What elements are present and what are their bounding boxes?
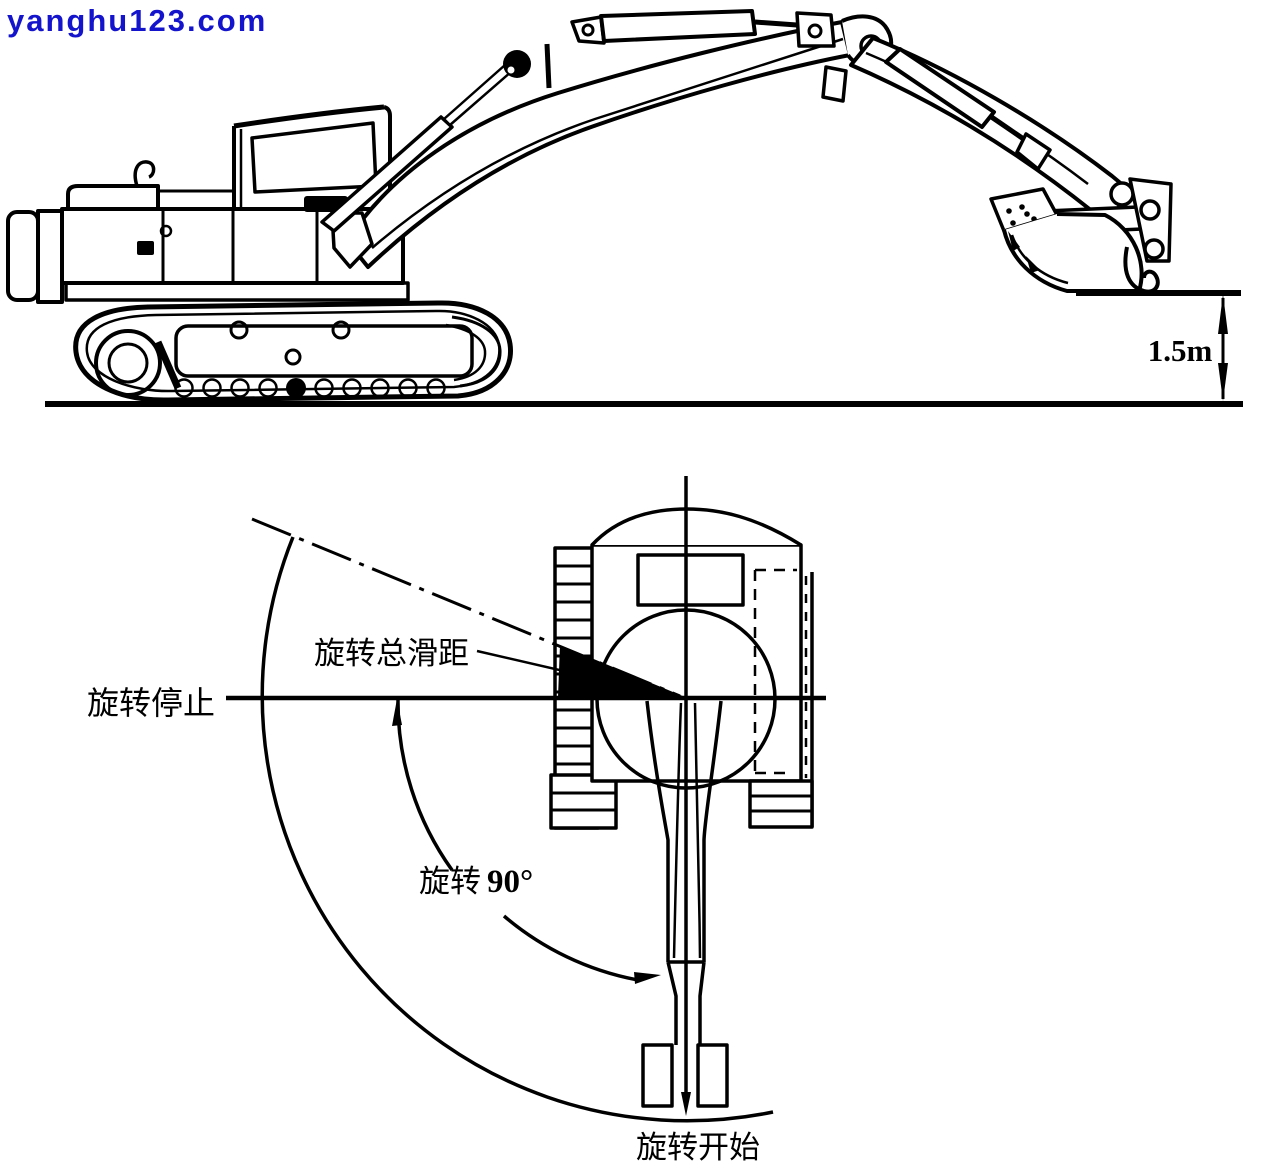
arm-tip-pin bbox=[1109, 181, 1135, 207]
swing-arc-arrow-up-icon bbox=[392, 699, 402, 726]
rod-bracket-pin bbox=[807, 23, 823, 39]
overshoot-dash-dot-line bbox=[251, 517, 681, 698]
top-roller bbox=[229, 320, 249, 340]
top-roller bbox=[331, 320, 351, 340]
body-rounded-rear bbox=[590, 507, 802, 547]
boom-top-view bbox=[641, 700, 729, 1108]
engine-hood bbox=[66, 184, 160, 209]
bucket-cylinder-rod bbox=[988, 113, 1030, 145]
door-latch bbox=[137, 241, 154, 255]
boom-head-bracket bbox=[821, 65, 848, 103]
idler-wheel-hub bbox=[107, 342, 149, 384]
bucket-tooth bbox=[1008, 231, 1020, 251]
watermark-text: yanghu123.com bbox=[7, 3, 267, 38]
right-track-pad bbox=[748, 779, 814, 829]
bucket-plate-bolts bbox=[1006, 204, 1037, 226]
boom-inner-line bbox=[371, 37, 844, 249]
swing-90-prefix: 旋转 bbox=[419, 864, 481, 899]
dimension-arrow-down-icon bbox=[1218, 363, 1228, 401]
outer-swing-arc bbox=[260, 536, 774, 1123]
bucket-hook-icon bbox=[1123, 246, 1160, 294]
arm-cylinder-rod bbox=[754, 19, 798, 28]
frame-bracket bbox=[154, 340, 182, 390]
body-skirt bbox=[64, 281, 410, 302]
link-pin-upper bbox=[1139, 199, 1161, 221]
bucket-tooth bbox=[1026, 256, 1040, 273]
slip-leader-arrow-icon bbox=[577, 670, 605, 681]
bottom-rollers bbox=[174, 378, 446, 398]
swing-start-label: 旋转开始 bbox=[636, 1130, 760, 1165]
track-inner-outline bbox=[85, 309, 501, 393]
cab-window bbox=[250, 121, 378, 194]
dimension-arrow-up-icon bbox=[1218, 294, 1228, 334]
link-pin-lower bbox=[1143, 238, 1165, 260]
boom-cylinder bbox=[320, 115, 454, 233]
total-slip-label: 旋转总滑距 bbox=[314, 636, 469, 671]
swing-90-value: 90° bbox=[487, 864, 533, 900]
bucket-shell bbox=[1002, 212, 1144, 293]
body-cap bbox=[159, 224, 173, 238]
boom-tick-mark bbox=[544, 43, 552, 89]
bucket-cylinder bbox=[884, 47, 996, 129]
sprocket-inner bbox=[445, 323, 487, 382]
top-roller bbox=[284, 348, 302, 366]
swing-stop-label: 旋转停止 bbox=[87, 685, 215, 721]
track-outer-outline bbox=[73, 300, 513, 403]
sprocket-outline bbox=[451, 315, 502, 388]
track-frame bbox=[174, 324, 474, 378]
centerline-arrow-icon bbox=[681, 1092, 691, 1116]
boom-cylinder-pin bbox=[503, 50, 531, 78]
hidden-outline-dashed bbox=[753, 568, 797, 775]
cab-top bbox=[636, 553, 745, 607]
left-track-pad bbox=[549, 773, 618, 830]
crawler-track bbox=[73, 300, 513, 403]
height-dimension-label: 1.5m bbox=[1148, 333, 1213, 368]
slip-leader-line bbox=[476, 649, 595, 680]
bucket-link bbox=[1015, 132, 1052, 171]
arm-cylinder bbox=[599, 9, 757, 43]
swing-90-arc-upper bbox=[396, 699, 454, 872]
excavator-side-view: 1.5m bbox=[6, 9, 1243, 407]
cab-front-post bbox=[383, 105, 392, 205]
counterweight-inner bbox=[36, 209, 64, 304]
work-equipment bbox=[304, 9, 1173, 294]
bucket-top-view-left bbox=[641, 1043, 674, 1108]
idler-wheel bbox=[94, 329, 162, 397]
arm-cylinder-pin bbox=[581, 23, 595, 37]
bucket-top-view-right bbox=[696, 1043, 729, 1108]
swing-arc-arrow-right-icon bbox=[634, 972, 661, 984]
swing-90-arc-lower bbox=[502, 914, 639, 982]
hood-handle bbox=[133, 160, 156, 187]
left-track-top bbox=[549, 546, 618, 830]
boom-cylinder-pin-notch bbox=[507, 66, 515, 74]
body-panel-lines bbox=[161, 209, 319, 283]
counterweight-outer bbox=[6, 210, 40, 302]
cab-roof bbox=[233, 104, 385, 129]
